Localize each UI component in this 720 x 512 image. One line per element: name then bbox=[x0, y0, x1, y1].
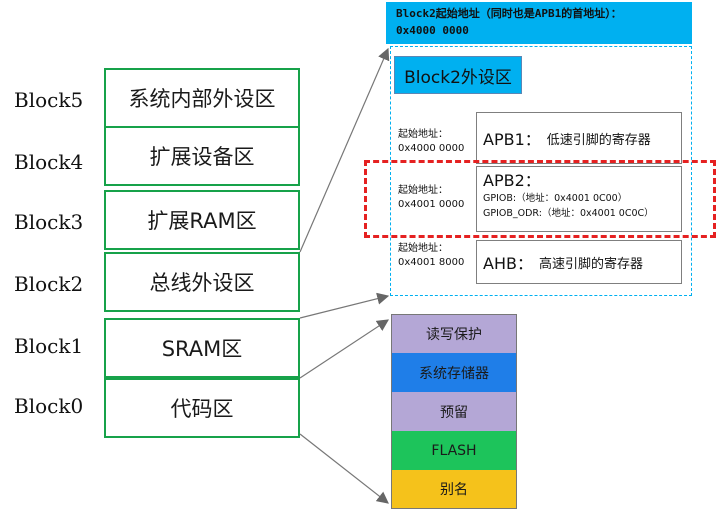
stack-item-reserved: 预留 bbox=[391, 392, 517, 431]
stack-item-flash: FLASH bbox=[391, 431, 517, 470]
mm-box-block1: SRAM区 bbox=[104, 318, 300, 378]
label-block3: Block3 bbox=[14, 210, 84, 234]
label-block2: Block2 bbox=[14, 272, 84, 296]
ahb-title: AHB： bbox=[483, 254, 533, 273]
block2-title: Block2外设区 bbox=[394, 56, 522, 94]
stack-item-alias: 别名 bbox=[391, 470, 517, 509]
apb2-highlight-frame bbox=[364, 160, 716, 238]
apb1-addr-label: 起始地址： bbox=[398, 129, 448, 140]
ahb-start-address: 起始地址： 0x4001 8000 bbox=[398, 242, 464, 270]
mm-box-block0: 代码区 bbox=[104, 378, 300, 438]
connector-block2-top bbox=[299, 47, 390, 253]
connector-block0-top bbox=[299, 319, 390, 379]
apb1-start-address: 起始地址： 0x4000 0000 bbox=[398, 128, 464, 156]
apb1-title: APB1： bbox=[483, 130, 541, 149]
ahb-addr-value: 0x4001 8000 bbox=[398, 257, 465, 268]
block2-detail-container bbox=[390, 46, 692, 296]
header-line1: Block2起始地址（同时也是APB1的首地址）： bbox=[396, 7, 622, 20]
stack-item-rw-protect: 读写保护 bbox=[391, 314, 517, 353]
label-block0: Block0 bbox=[14, 394, 84, 418]
ahb-addr-label: 起始地址： bbox=[398, 243, 448, 254]
apb1-desc: 低速引脚的寄存器 bbox=[546, 132, 651, 148]
label-block4: Block4 bbox=[14, 150, 84, 174]
mm-box-block3: 扩展RAM区 bbox=[104, 190, 300, 250]
header-line2: 0x4000 0000 bbox=[396, 24, 469, 37]
label-block1: Block1 bbox=[14, 334, 84, 358]
mm-box-block2: 总线外设区 bbox=[104, 252, 300, 312]
connector-block0-bottom bbox=[299, 433, 389, 504]
connector-block2-bottom bbox=[299, 292, 390, 319]
apb1-box: APB1： 低速引脚的寄存器 bbox=[476, 112, 682, 164]
ahb-desc: 高速引脚的寄存器 bbox=[538, 256, 643, 272]
apb2-addr-value: 0x4001 0000 bbox=[398, 199, 465, 210]
apb2-gpiob: GPIOB:（地址：0x4001 0C00） bbox=[483, 193, 628, 204]
ahb-box: AHB： 高速引脚的寄存器 bbox=[476, 240, 682, 284]
apb2-addr-label: 起始地址： bbox=[398, 185, 448, 196]
mm-box-block5: 系统内部外设区 bbox=[104, 68, 300, 128]
apb2-start-address: 起始地址： 0x4001 0000 bbox=[398, 184, 464, 212]
apb2-box: APB2： GPIOB:（地址：0x4001 0C00） GPIOB_ODR:（… bbox=[476, 166, 682, 232]
block2-address-header: Block2起始地址（同时也是APB1的首地址）： 0x4000 0000 bbox=[386, 2, 692, 44]
apb1-addr-value: 0x4000 0000 bbox=[398, 143, 465, 154]
apb2-gpiob-odr: GPIOB_ODR:（地址：0x4001 0C0C） bbox=[483, 208, 654, 219]
mm-box-block4: 扩展设备区 bbox=[104, 126, 300, 186]
stack-item-system-memory: 系统存储器 bbox=[391, 353, 517, 392]
apb2-title: APB2： bbox=[483, 171, 541, 190]
label-block5: Block5 bbox=[14, 88, 84, 112]
